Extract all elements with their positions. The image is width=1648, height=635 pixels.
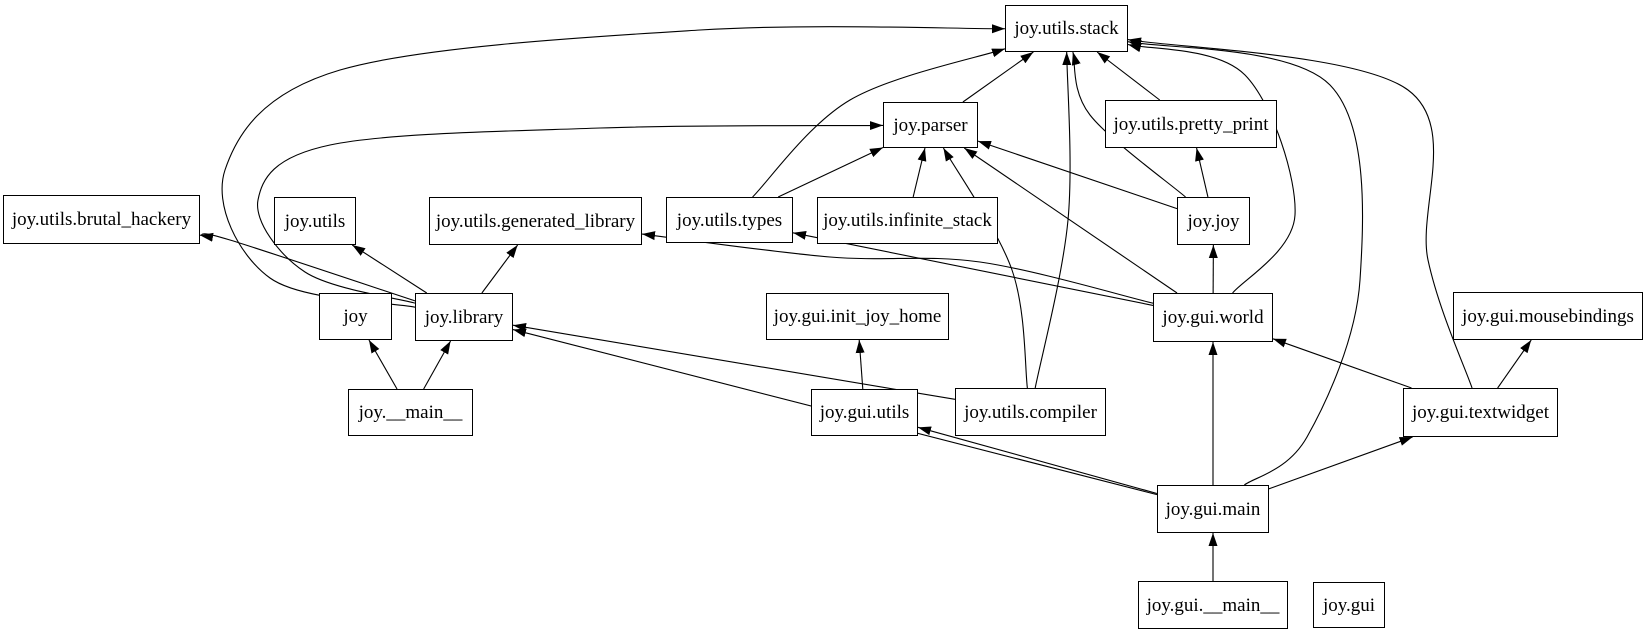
graph-node-joy: joy: [319, 293, 392, 340]
edge-world-to-types: [792, 230, 1154, 306]
edge-world-to-generated_library: [641, 231, 1154, 304]
edge-library-to-utils: [351, 244, 428, 294]
graph-node-gui-utils: joy.gui.utils: [811, 389, 918, 436]
graph-node-generated-library: joy.utils.generated_library: [429, 197, 642, 245]
graph-node-compiler: joy.utils.compiler: [955, 388, 1106, 436]
graph-node-pretty-print: joy.utils.pretty_print: [1105, 100, 1277, 148]
edge-main_module-to-joy: [368, 339, 398, 390]
graph-node-gui: joy.gui: [1313, 582, 1385, 628]
edge-textwidget-to-stack: [1127, 37, 1473, 389]
edge-types-to-parser: [777, 146, 884, 198]
edge-library-to-generated_library: [481, 244, 519, 294]
edge-gui_main-to-stack: [1127, 40, 1364, 486]
graph-node-world: joy.gui.world: [1153, 293, 1273, 342]
edge-pretty_print-to-stack: [1096, 51, 1161, 101]
graph-node-gui-main-module: joy.gui.__main__: [1138, 581, 1288, 629]
edge-library-to-stack: [221, 24, 1006, 308]
graph-node-utils: joy.utils: [274, 197, 356, 245]
edge-library-to-brutal_hackery: [199, 232, 416, 302]
graph-node-joy-joy: joy.joy: [1177, 197, 1250, 245]
edge-textwidget-to-mousebindings: [1497, 339, 1532, 389]
edge-library-to-parser: [257, 121, 884, 304]
edge-parser-to-stack: [962, 51, 1034, 103]
edge-joy_joy-to-parser: [977, 140, 1178, 210]
graph-node-stack: joy.utils.stack: [1005, 5, 1128, 52]
graph-node-parser: joy.parser: [883, 102, 978, 148]
edge-world-to-parser: [963, 147, 1178, 294]
graph-node-library: joy.library: [415, 293, 513, 341]
graph-node-init-joy-home: joy.gui.init_joy_home: [766, 293, 949, 340]
graph-node-mousebindings: joy.gui.mousebindings: [1453, 292, 1643, 340]
graph-node-textwidget: joy.gui.textwidget: [1403, 388, 1558, 437]
edge-main_module-to-library: [423, 340, 452, 390]
edge-compiler-to-stack: [1034, 51, 1072, 389]
edge-paths-group: [199, 24, 1532, 581]
edge-world-to-stack: [1127, 43, 1296, 294]
edge-gui_main-to-textwidget: [1268, 436, 1413, 490]
edge-gui_main-to-gui_utils: [917, 426, 1158, 495]
graph-node-infinite-stack: joy.utils.infinite_stack: [817, 197, 998, 244]
graph-node-main-module: joy.__main__: [348, 389, 473, 436]
edge-textwidget-to-world: [1272, 338, 1412, 389]
graph-node-types: joy.utils.types: [666, 197, 793, 243]
edge-infinite_stack-to-parser: [912, 147, 927, 198]
edge-joy_joy-to-pretty_print: [1195, 147, 1209, 198]
graph-node-gui-main: joy.gui.main: [1157, 485, 1269, 533]
edge-compiler-to-library: [512, 322, 956, 400]
edge-types-to-stack: [752, 48, 1006, 198]
graph-node-brutal-hackery: joy.utils.brutal_hackery: [3, 195, 200, 244]
edge-gui_utils-to-init_joy_home: [855, 339, 865, 390]
edge-joy_joy-to-stack: [1071, 51, 1186, 198]
edge-compiler-to-parser: [942, 147, 1028, 389]
